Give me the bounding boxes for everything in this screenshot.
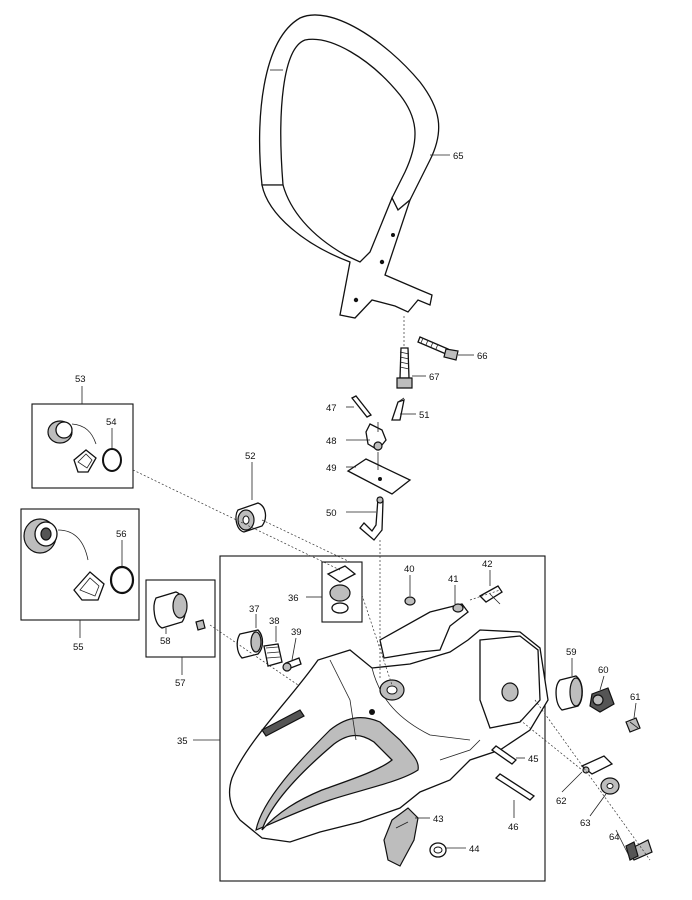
label-58: 58 bbox=[160, 636, 171, 647]
washer-part-63 bbox=[600, 777, 620, 795]
label-54: 54 bbox=[106, 417, 117, 428]
kit-box-36 bbox=[321, 561, 363, 623]
label-38: 38 bbox=[269, 616, 280, 627]
label-53: 53 bbox=[75, 374, 86, 385]
label-42: 42 bbox=[482, 559, 493, 570]
label-66: 66 bbox=[477, 351, 488, 362]
label-49: 49 bbox=[326, 463, 337, 474]
label-56: 56 bbox=[116, 529, 127, 540]
pin-part-45 bbox=[490, 745, 518, 765]
hose-part-51 bbox=[391, 397, 405, 421]
label-41: 41 bbox=[448, 574, 459, 585]
bolt-part-60 bbox=[589, 687, 615, 713]
label-46: 46 bbox=[508, 822, 519, 833]
label-52: 52 bbox=[245, 451, 256, 462]
label-51: 51 bbox=[419, 410, 430, 421]
label-62: 62 bbox=[556, 796, 567, 807]
spring-part-42 bbox=[478, 585, 503, 605]
bolt-part-67 bbox=[396, 316, 413, 389]
damper-part-52 bbox=[235, 502, 267, 533]
label-48: 48 bbox=[326, 436, 337, 447]
label-57: 57 bbox=[175, 678, 186, 689]
cover-part-43 bbox=[383, 807, 419, 867]
label-55: 55 bbox=[73, 642, 84, 653]
bolt-part-66 bbox=[417, 336, 459, 361]
main-housing-part-35 bbox=[228, 629, 549, 843]
kit-box-53 bbox=[31, 403, 134, 489]
catcher-part-62 bbox=[580, 755, 614, 775]
label-65: 65 bbox=[453, 151, 464, 162]
part-labels: 35 36 37 38 39 40 41 42 43 44 45 46 47 4… bbox=[73, 151, 641, 855]
kit-box-57 bbox=[145, 579, 216, 658]
screw-part-61 bbox=[625, 717, 641, 733]
label-61: 61 bbox=[630, 692, 641, 703]
o-ring-part-56 bbox=[109, 565, 135, 595]
label-40: 40 bbox=[404, 564, 415, 575]
spring-part-44 bbox=[429, 842, 447, 858]
damper-part-59 bbox=[555, 675, 583, 711]
label-63: 63 bbox=[580, 818, 591, 829]
damper-kit-part-36 bbox=[326, 565, 357, 614]
label-45: 45 bbox=[528, 754, 539, 765]
label-59: 59 bbox=[566, 647, 577, 658]
label-39: 39 bbox=[291, 627, 302, 638]
screw-part-39 bbox=[282, 657, 302, 672]
label-64: 64 bbox=[609, 832, 620, 843]
label-50: 50 bbox=[326, 508, 337, 519]
lever-part-41 bbox=[379, 603, 469, 659]
spring-part-38 bbox=[263, 643, 283, 667]
label-60: 60 bbox=[598, 665, 609, 676]
leader-lines bbox=[79, 154, 637, 859]
nut-part-40 bbox=[404, 596, 416, 606]
cap-part-53 bbox=[47, 420, 97, 473]
label-44: 44 bbox=[469, 844, 480, 855]
pin-part-46 bbox=[494, 773, 536, 801]
label-47: 47 bbox=[326, 403, 337, 414]
label-35: 35 bbox=[177, 736, 188, 747]
plate-part-49 bbox=[346, 452, 412, 495]
fitting-part-48 bbox=[365, 422, 387, 451]
label-67: 67 bbox=[429, 372, 440, 383]
cap-part-55 bbox=[23, 518, 105, 601]
label-43: 43 bbox=[433, 814, 444, 825]
label-37: 37 bbox=[249, 604, 260, 615]
pin-part-47 bbox=[350, 395, 373, 418]
housing-frame-35 bbox=[219, 555, 546, 882]
label-36: 36 bbox=[288, 593, 299, 604]
fuel-pipe-part-50 bbox=[359, 496, 384, 541]
o-ring-part-54 bbox=[102, 448, 122, 472]
bushing-part-37 bbox=[236, 629, 264, 659]
front-handle-part-65 bbox=[258, 14, 440, 319]
bushing-part-58 bbox=[153, 591, 206, 631]
